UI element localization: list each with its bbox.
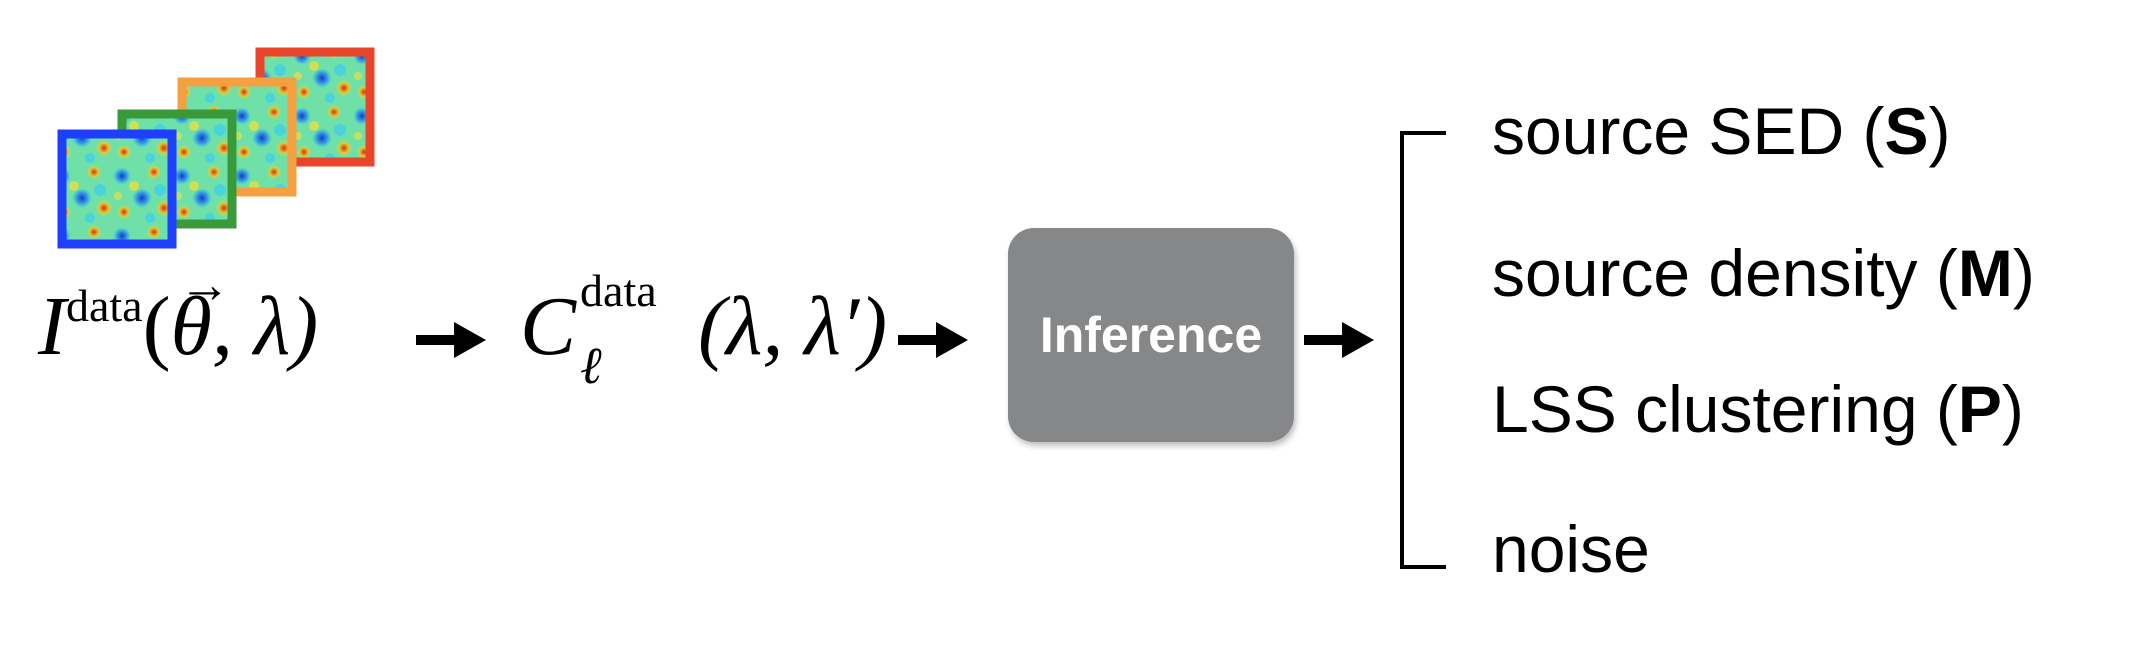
output-lss-clustering-text: LSS clustering ( (1492, 372, 1958, 446)
formula1-rest: , λ) (211, 280, 319, 373)
formula1-base: I (38, 280, 66, 373)
output-lss-clustering-symbol: P (1957, 372, 2002, 446)
output-source-sed-close: ) (1928, 94, 1951, 168)
vector-arrow-icon: → (178, 257, 231, 314)
output-bracket (1400, 131, 1446, 569)
intensity-formula: Idata(→θ, λ) (38, 257, 319, 375)
map-frame-blue (57, 129, 177, 249)
output-source-density: source density (M) (1492, 240, 2035, 306)
output-source-density-text: source density ( (1492, 236, 1958, 310)
arrow-right-icon-3 (1304, 322, 1374, 358)
output-source-density-close: ) (2012, 236, 2035, 310)
frequency-map-stack (57, 47, 375, 249)
formula2-args: (λ, λ′) (698, 280, 888, 373)
output-noise-text: noise (1492, 512, 1650, 586)
inference-label: Inference (1039, 307, 1263, 363)
arrow-right-icon-1 (416, 322, 486, 358)
formula2-base: C (520, 280, 577, 373)
inference-box: Inference (1008, 228, 1294, 442)
formula1-open-paren: ( (142, 280, 171, 373)
output-source-sed-text: source SED ( (1492, 94, 1885, 168)
output-lss-clustering: LSS clustering (P) (1492, 376, 2024, 442)
formula1-superscript: data (65, 280, 143, 331)
output-lss-clustering-close: ) (2001, 372, 2024, 446)
arrow-right-icon-2 (898, 322, 968, 358)
formula1-theta: θ (170, 280, 212, 373)
output-noise: noise (1492, 516, 1650, 582)
output-source-density-symbol: M (1957, 236, 2013, 310)
output-source-sed-symbol: S (1884, 94, 1929, 168)
output-source-sed: source SED (S) (1492, 98, 1950, 164)
